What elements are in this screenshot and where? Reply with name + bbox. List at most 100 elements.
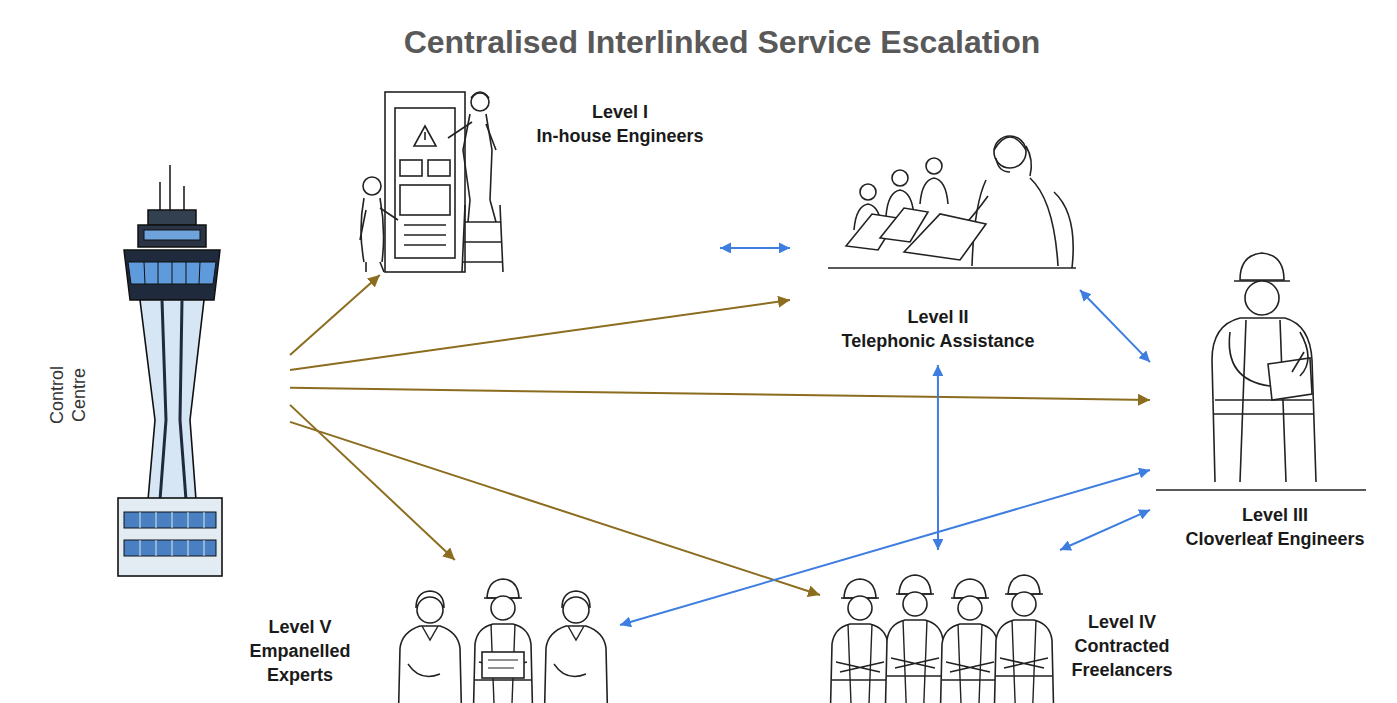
control-tower-part [124, 540, 216, 556]
control-tower-part [140, 512, 204, 556]
engineers-at-cabinet-part [395, 108, 455, 258]
engineers-at-cabinet [360, 92, 503, 272]
telephone-support-team-part [996, 158, 1010, 172]
expert-group-part [544, 591, 608, 703]
control-tower-part [160, 300, 186, 500]
escalation-arrow [290, 405, 455, 560]
telephone-support-team-part [828, 267, 1076, 269]
site-engineer-part [1240, 253, 1284, 280]
telephone-support-team-part [1026, 146, 1031, 176]
control-tower-part [148, 210, 196, 225]
telephone-support-team-part [892, 170, 908, 186]
level-node: Level IVContracted Freelancers [820, 550, 1220, 703]
level-role: Telephonic Assistance [818, 329, 1058, 353]
level-node: Control Centre [20, 165, 290, 580]
telephone-support-team-part [972, 178, 1058, 266]
expert-group-part [473, 579, 533, 703]
telephone-support-team-part [994, 136, 1026, 168]
escalation-arrow [290, 422, 820, 595]
site-engineer-part [1268, 358, 1312, 400]
telephone-support-team-part [920, 178, 948, 204]
escalation-arrow [1060, 510, 1150, 550]
level-number: Level IV [1052, 610, 1192, 634]
escalation-arrow [290, 388, 1150, 400]
site-engineer-part [1229, 332, 1270, 386]
expert-group-part [482, 652, 524, 678]
site-engineer-part [1156, 489, 1366, 491]
control-tower-part [118, 498, 222, 576]
freelancer-group-part [830, 579, 890, 703]
telephone-support-team-part [1054, 192, 1073, 268]
telephone-support-team-part [994, 137, 1026, 150]
engineers-at-cabinet-part [471, 93, 489, 111]
node-label: Level IITelephonic Assistance [818, 305, 1058, 353]
site-engineer-part [1214, 320, 1313, 482]
site-engineer-part [1292, 332, 1308, 376]
level-number: Level I [525, 100, 715, 124]
node-label: Level VEmpanelled Experts [230, 615, 370, 687]
control-tower-part [140, 300, 204, 500]
engineers-at-cabinet-part [463, 114, 496, 222]
diagram-title: Centralised Interlinked Service Escalati… [404, 24, 1041, 61]
level-node: Level VEmpanelled Experts [225, 560, 620, 703]
level-role: Cloverleaf Engineers [1160, 527, 1390, 551]
site-engineer [1156, 253, 1366, 490]
engineers-at-cabinet-part [363, 177, 381, 195]
engineers-at-cabinet-part [404, 225, 446, 245]
engineers-at-cabinet-part [414, 126, 436, 146]
freelancer-group-part [885, 575, 945, 703]
control-tower-part [138, 225, 206, 247]
expert-group [398, 579, 608, 703]
freelancer-group-part [940, 579, 1000, 703]
freelancer-group-part [994, 575, 1054, 703]
escalation-arrow [720, 247, 790, 249]
node-label: Level IVContracted Freelancers [1052, 610, 1192, 682]
expert-group-part [488, 660, 518, 668]
telephone-support-team [828, 136, 1076, 268]
expert-group-part [398, 591, 462, 703]
escalation-arrow [290, 300, 790, 370]
control-tower-part [128, 262, 216, 284]
level-node: Level IITelephonic Assistance [790, 120, 1080, 365]
telephone-support-team-part [860, 184, 876, 200]
escalation-arrow [1080, 290, 1150, 362]
control-tower-part [144, 262, 200, 284]
engineers-at-cabinet-part [400, 185, 450, 215]
node-label: Level IIn-house Engineers [525, 100, 715, 148]
engineers-at-cabinet-part [471, 92, 489, 98]
level-number: Level II [818, 305, 1058, 329]
control-tower [118, 165, 222, 576]
level-role: In-house Engineers [525, 124, 715, 148]
telephone-support-team-part [904, 214, 986, 260]
engineers-at-cabinet-part [385, 92, 465, 272]
control-tower-part [124, 250, 220, 300]
control-tower-part [160, 165, 184, 214]
engineers-at-cabinet-part [448, 122, 496, 150]
node-label: Control Centre [46, 350, 90, 440]
level-number: Level III [1160, 503, 1390, 527]
control-tower-part [144, 230, 200, 240]
escalation-arrow [937, 365, 939, 550]
level-role: Contracted Freelancers [1052, 634, 1192, 682]
escalation-arrow [290, 275, 380, 355]
level-number: Level V [230, 615, 370, 639]
level-node: Level IIICloverleaf Engineers [1150, 245, 1394, 565]
control-tower-part [124, 512, 216, 528]
node-label: Level IIICloverleaf Engineers [1160, 503, 1390, 551]
level-role: Empanelled Experts [230, 639, 370, 687]
freelancer-group [830, 575, 1054, 703]
engineers-at-cabinet-part [428, 160, 450, 176]
node-title: Control Centre [46, 350, 90, 440]
engineers-at-cabinet-part [360, 208, 398, 240]
level-node: Level IIn-house Engineers [355, 85, 720, 275]
site-engineer-part [1212, 318, 1316, 482]
engineers-at-cabinet-part [400, 160, 422, 176]
engineers-at-cabinet-part [424, 132, 426, 140]
telephone-support-team-part [926, 158, 942, 174]
site-engineer-part [1245, 281, 1279, 315]
escalation-arrow [620, 470, 1150, 625]
